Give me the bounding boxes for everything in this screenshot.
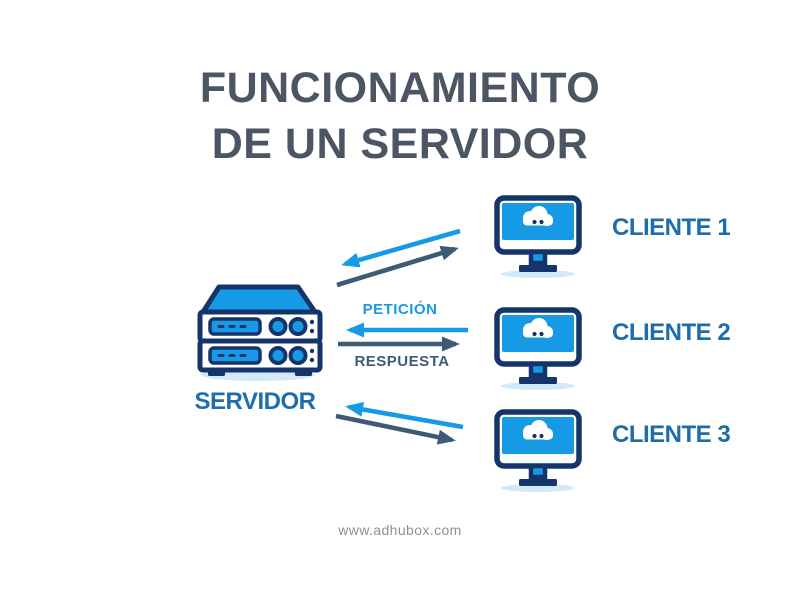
cloud-icon [523, 206, 553, 226]
client-label-1: CLIENTE 1 [612, 214, 731, 241]
client-label-2: CLIENTE 2 [612, 319, 731, 346]
title-line-1: FUNCIONAMIENTO [199, 64, 601, 112]
title-line-2: DE UN SERVIDOR [211, 120, 589, 168]
cloud-icon [523, 318, 553, 338]
server-label: SERVIDOR [194, 388, 316, 415]
respuesta-arrow-client-3 [335, 413, 456, 445]
cloud-monitor-icon-client-3 [494, 409, 582, 492]
peticion-arrow-client-1 [341, 228, 461, 268]
cloud-monitor-icon-client-2 [494, 307, 582, 390]
footer-url: www.adhubox.com [338, 522, 462, 538]
page-title: FUNCIONAMIENTO DE UN SERVIDOR [0, 60, 800, 172]
server-top-face [200, 284, 318, 315]
cloud-monitor-icon-client-1 [494, 195, 582, 278]
request-label: PETICIÓN [362, 301, 438, 318]
peticion-arrow-client-3 [345, 402, 464, 430]
respuesta-arrow-client-1 [336, 245, 459, 288]
server-rack-icon [197, 284, 323, 381]
cloud-icon [523, 420, 553, 440]
response-label: RESPUESTA [354, 353, 450, 370]
client-label-3: CLIENTE 3 [612, 421, 731, 448]
